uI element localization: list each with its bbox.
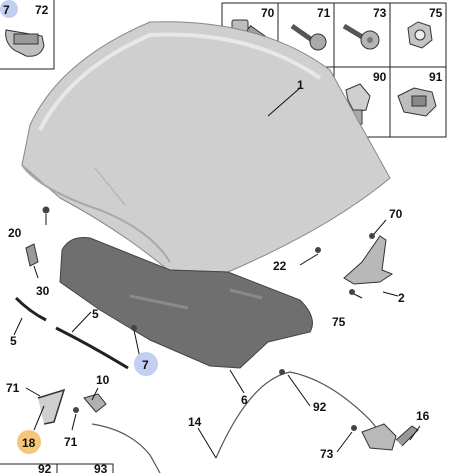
hood-insulation-liner	[59, 237, 313, 369]
clip-90-icon	[345, 83, 371, 125]
highlight-marker	[0, 0, 18, 18]
callout-screw-71-b: 71	[64, 435, 78, 449]
hood-latch	[83, 393, 107, 413]
release-cable	[91, 371, 381, 473]
callout-hinge: 2	[398, 291, 405, 305]
hood-panel	[21, 21, 391, 273]
cell-label-70: 70	[261, 6, 275, 20]
buffer-20-marker	[42, 206, 50, 214]
screw-71-marker	[73, 407, 79, 413]
callout-clip-92: 92	[313, 400, 327, 414]
callout-latch: 10	[96, 373, 110, 387]
cell-label-72: 72	[35, 3, 49, 17]
cell-label-73: 73	[373, 6, 387, 20]
callout-insulation: 6	[241, 393, 248, 407]
parts-cell-72: 72	[0, 0, 55, 70]
callout-seal-lower: 5	[10, 334, 17, 348]
callout-screw-75: 75	[332, 315, 346, 329]
callout-screw-70: 70	[389, 207, 403, 221]
cell-label-93: 93	[94, 462, 108, 473]
leader-lines	[13, 87, 421, 459]
clip-91-icon	[397, 87, 437, 117]
callout-7-highlight	[134, 352, 158, 376]
hood-hinge	[343, 235, 394, 285]
callout-clip-7: 7	[142, 358, 149, 372]
stud-22-marker	[315, 247, 321, 253]
cell-label-92: 92	[38, 462, 52, 473]
callout-cable: 14	[188, 415, 202, 429]
screw-73-marker	[351, 425, 357, 431]
callout-hook: 30	[36, 284, 50, 298]
screw-73-icon	[342, 23, 380, 50]
seal-strip-lower	[55, 326, 129, 370]
callout-hood: 1	[297, 78, 304, 92]
callout-stud: 22	[273, 259, 287, 273]
screw-70-marker	[369, 233, 375, 239]
callout-buffer: 20	[8, 226, 22, 240]
nut-75-icon	[407, 21, 433, 49]
release-rod	[37, 388, 66, 425]
cell-label-91: 91	[429, 70, 443, 84]
callout-release-lever: 16	[416, 409, 430, 423]
clip-72-icon	[5, 29, 45, 57]
callout-clip-7-top: 7	[3, 3, 10, 17]
screw-75-marker	[349, 289, 355, 295]
callout-rod: 18	[22, 436, 36, 450]
clip-92-marker	[279, 369, 285, 375]
cell-label-75: 75	[429, 6, 443, 20]
safety-hook	[25, 243, 39, 267]
cell-label-90: 90	[373, 70, 387, 84]
release-lever-assembly	[361, 423, 419, 451]
parts-cells-bottom: 92 93	[0, 462, 114, 473]
callout-seal-upper: 5	[92, 307, 99, 321]
screw-71-icon	[290, 23, 327, 51]
callout-screw-71-a: 71	[6, 381, 20, 395]
cell-label-71: 71	[317, 6, 331, 20]
clip-7-marker	[131, 325, 137, 331]
callout-labels: 1 2 6 7 7 5 5 10 14 16 18 20 22 30 70 71…	[3, 3, 430, 461]
callout-screw-73: 73	[320, 447, 334, 461]
callout-18-highlight	[17, 430, 41, 454]
seal-strip-upper	[14, 296, 47, 322]
